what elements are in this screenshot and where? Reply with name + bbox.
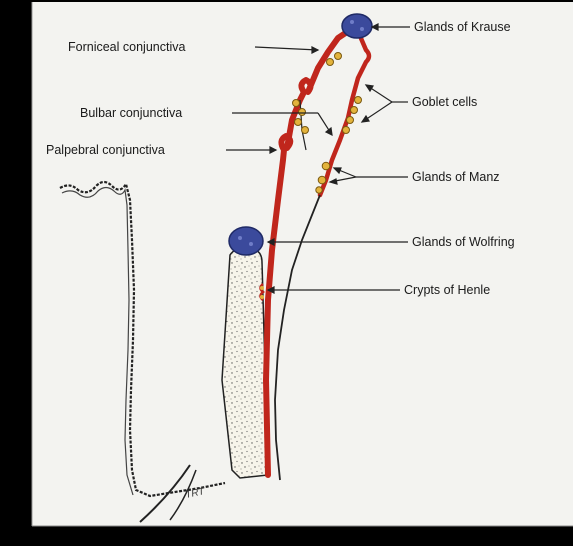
label-forniceal-conjunctiva: Forniceal conjunctiva (68, 40, 185, 54)
goblet-cell (355, 97, 362, 104)
gland-texture (350, 20, 354, 24)
goblet-cell (347, 117, 354, 124)
goblet-cell (343, 127, 350, 134)
goblet-cell (302, 127, 309, 134)
label-bulbar-conjunctiva: Bulbar conjunctiva (80, 106, 182, 120)
goblet-cell (299, 109, 306, 116)
goblet-cell (351, 107, 358, 114)
crypt-cell (260, 295, 264, 299)
goblet-cell (295, 119, 302, 126)
gland-of-manz (322, 162, 330, 170)
gland-texture (249, 242, 253, 246)
tarsal-plate (222, 248, 268, 478)
label-crypts-of-henle: Crypts of Henle (404, 283, 490, 297)
gland-of-wolfring (229, 227, 263, 255)
label-goblet-cells: Goblet cells (412, 95, 477, 109)
crypt-cell (260, 286, 264, 290)
goblet-cell (335, 53, 342, 60)
gland-of-manz (318, 176, 326, 184)
label-glands-of-wolfring: Glands of Wolfring (412, 235, 515, 249)
goblet-cell (327, 59, 334, 66)
label-glands-of-krause: Glands of Krause (414, 20, 511, 34)
gland-texture (238, 236, 242, 240)
gland-of-krause (342, 14, 372, 38)
label-palpebral-conjunctiva: Palpebral conjunctiva (46, 143, 165, 157)
gland-of-manz (316, 187, 322, 193)
label-glands-of-manz: Glands of Manz (412, 170, 500, 184)
gland-texture (360, 27, 364, 31)
goblet-cell (293, 100, 300, 107)
